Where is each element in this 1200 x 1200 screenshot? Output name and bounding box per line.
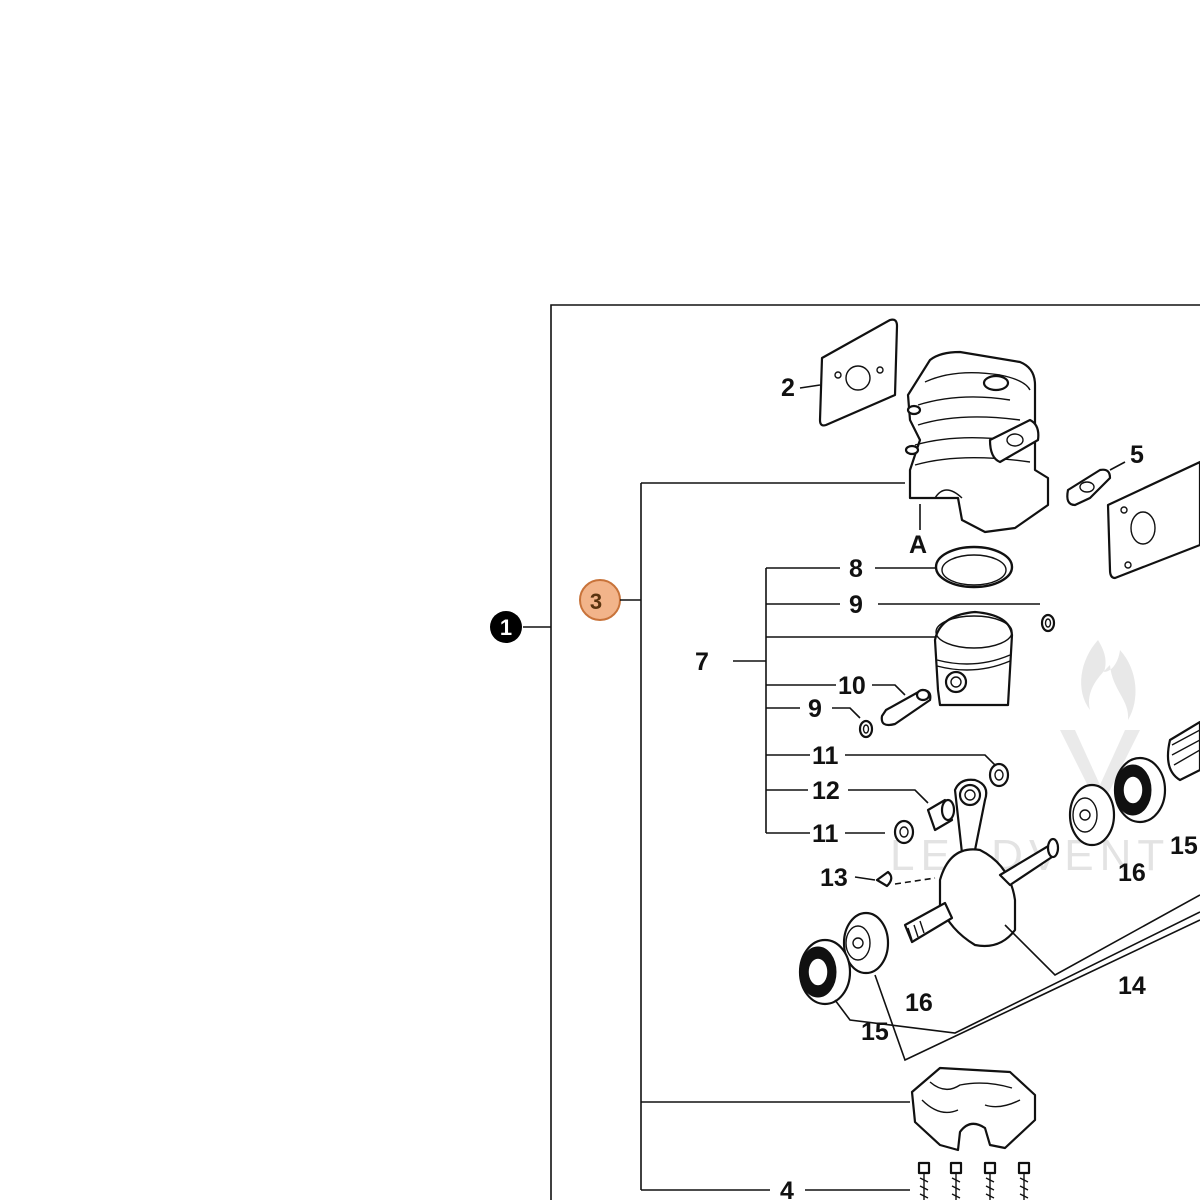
label-A: A xyxy=(909,531,927,559)
crankshaft[interactable] xyxy=(903,778,1060,948)
piston[interactable] xyxy=(933,610,1014,707)
circlip-9a[interactable] xyxy=(1040,613,1056,633)
crankcase-half[interactable] xyxy=(910,1066,1037,1152)
seal-15-right[interactable] xyxy=(1113,756,1167,824)
label-7: 7 xyxy=(695,648,709,676)
label-11a: 11 xyxy=(812,742,839,770)
seal-15-left[interactable] xyxy=(798,938,852,1006)
bearing-16-left[interactable] xyxy=(842,911,890,975)
needle-bearing[interactable] xyxy=(926,798,956,832)
label-10: 10 xyxy=(838,672,866,700)
gasket-part-2[interactable] xyxy=(799,318,899,427)
label-5: 5 xyxy=(1130,441,1144,469)
leader-13 xyxy=(854,876,876,881)
label-9b: 9 xyxy=(808,695,822,723)
label-11b: 11 xyxy=(812,820,839,848)
woodruff-key[interactable] xyxy=(875,870,936,888)
leader-12b xyxy=(848,789,929,804)
washer-11b[interactable] xyxy=(893,819,915,845)
callout-1-text: 1 xyxy=(500,615,512,640)
label-8: 8 xyxy=(849,555,863,583)
callout-3-text: 3 xyxy=(590,589,602,614)
leader-10b xyxy=(872,684,906,696)
bearing-16-right[interactable] xyxy=(1068,783,1116,847)
label-14: 14 xyxy=(1118,972,1146,1000)
label-2: 2 xyxy=(781,374,795,402)
label-13: 13 xyxy=(820,864,848,892)
piston-pin[interactable] xyxy=(880,688,932,727)
label-12: 12 xyxy=(812,777,840,805)
piston-ring[interactable] xyxy=(934,545,1014,589)
label-16a: 16 xyxy=(1118,859,1146,887)
leader-11a-b xyxy=(845,754,996,766)
callout-3[interactable]: 3 xyxy=(579,579,621,621)
leaders-crank-group xyxy=(834,894,1200,1062)
washer-11a[interactable] xyxy=(988,762,1010,788)
assembly-frame xyxy=(550,304,1200,1200)
leader-9b-b xyxy=(832,707,861,719)
spline-shaft[interactable] xyxy=(1166,720,1200,782)
watermark-logo xyxy=(1060,640,1140,810)
gasket-right[interactable] xyxy=(1106,460,1200,580)
screws-4[interactable] xyxy=(917,1161,1031,1200)
label-16b: 16 xyxy=(905,989,933,1017)
circlip-9b[interactable] xyxy=(858,719,874,739)
cylinder[interactable] xyxy=(904,350,1050,534)
label-9a: 9 xyxy=(849,591,863,619)
label-15a: 15 xyxy=(1170,832,1198,860)
gasket-part-5[interactable] xyxy=(1066,461,1126,507)
label-4: 4 xyxy=(780,1177,794,1200)
callout-1[interactable]: 1 xyxy=(490,611,522,643)
